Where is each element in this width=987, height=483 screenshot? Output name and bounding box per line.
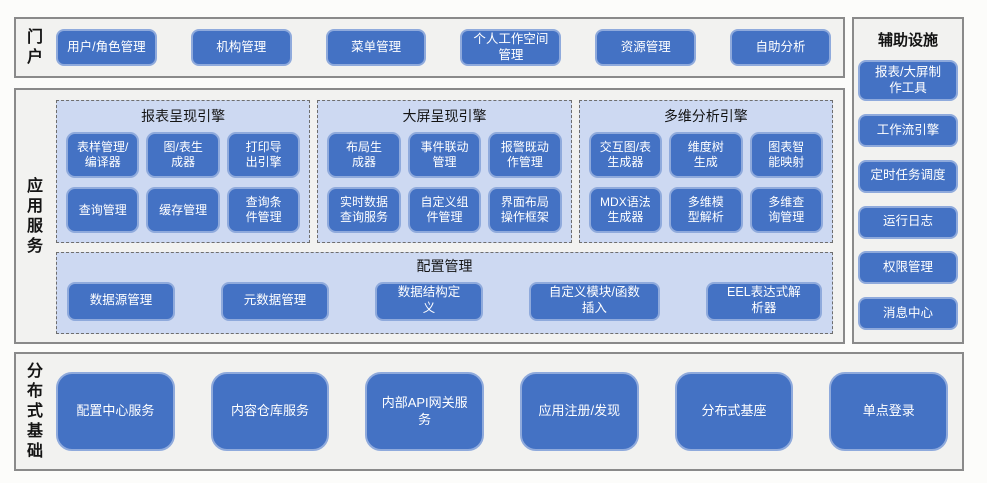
engine-block: 布局生 成器	[327, 132, 401, 178]
engine-block: 界面布局 操作框架	[488, 187, 562, 233]
engine-block: 交互图/表 生成器	[588, 132, 663, 178]
engine-block: 实时数据 查询服务	[327, 187, 401, 233]
engine-report-presentation: 报表呈现引擎 表样管理/ 编译器图/表生 成器打印导 出引擎查询管理缓存管理查询…	[56, 100, 311, 243]
distributed-foundation-label: 分布式基础	[26, 362, 43, 460]
portal-label: 门户	[26, 28, 43, 66]
portal-block: 用户/角色管理	[56, 29, 157, 66]
foundation-block: 内部API网关服务	[365, 372, 485, 451]
auxiliary-block: 定时任务调度	[858, 159, 958, 193]
portal-blocks: 用户/角色管理机构管理菜单管理个人工作空间管理资源管理自助分析	[56, 29, 831, 66]
auxiliary-facilities-label: 辅助设施	[877, 32, 938, 49]
engine-block: 多维查 询管理	[749, 187, 823, 233]
distributed-foundation-section: 分布式基础 配置中心服务内容仓库服务内部API网关服务应用注册/发现分布式基座单…	[14, 352, 964, 471]
auxiliary-block: 权限管理	[858, 251, 958, 285]
engine-block: 报警既动 作管理	[488, 132, 562, 178]
auxiliary-block: 工作流引擎	[858, 114, 958, 147]
engine-bigscreen-presentation: 大屏呈现引擎 布局生 成器事件联动 管理报警既动 作管理实时数据 查询服务自定义…	[317, 100, 572, 243]
config-block: 元数据管理	[221, 281, 329, 321]
engine-bigscreen-blocks: 布局生 成器事件联动 管理报警既动 作管理实时数据 查询服务自定义组 件管理界面…	[327, 132, 562, 233]
engine-block: 查询条 件管理	[226, 187, 301, 233]
config-title: 配置管理	[416, 258, 473, 274]
engine-block: 图/表生 成器	[146, 132, 220, 178]
engine-title: 报表呈现引擎	[141, 108, 226, 124]
config-management-group: 配置管理 数据源管理 元数据管理 数据结构定义 自定义模块/函数插入 EEL表达式解析器	[56, 252, 833, 334]
auxiliary-block: 报表/大屏制 作工具	[858, 60, 958, 102]
config-blocks: 数据源管理 元数据管理 数据结构定义 自定义模块/函数插入 EEL表达式解析器	[67, 280, 822, 322]
portal-block: 机构管理	[190, 29, 292, 66]
engine-block: 多维模 型解析	[669, 187, 743, 233]
foundation-block: 单点登录	[829, 372, 949, 451]
engine-block: 缓存管理	[146, 187, 220, 233]
portal-section: 门户 用户/角色管理机构管理菜单管理个人工作空间管理资源管理自助分析	[14, 17, 845, 78]
engine-block: 查询管理	[66, 187, 140, 233]
engine-block: 自定义组 件管理	[407, 187, 482, 233]
config-block: 数据源管理	[67, 281, 175, 321]
app-services-body: 报表呈现引擎 表样管理/ 编译器图/表生 成器打印导 出引擎查询管理缓存管理查询…	[56, 100, 833, 334]
app-services-label: 应用服务	[26, 178, 43, 255]
engines-row: 报表呈现引擎 表样管理/ 编译器图/表生 成器打印导 出引擎查询管理缓存管理查询…	[56, 100, 833, 243]
config-block: EEL表达式解析器	[705, 281, 822, 321]
foundation-block: 内容仓库服务	[210, 372, 330, 451]
foundation-block: 分布式基座	[674, 372, 794, 451]
engine-block: 打印导 出引擎	[226, 132, 301, 178]
engine-title: 多维分析引擎	[663, 108, 748, 124]
engine-olap-blocks: 交互图/表 生成器维度树 生成图表智 能映射 MDX语法 生成器多维模 型解析多维…	[588, 132, 823, 233]
engine-block: MDX语法 生成器	[588, 187, 663, 233]
portal-block: 自助分析	[730, 29, 831, 66]
foundation-block: 配置中心服务	[56, 372, 175, 451]
engine-block: 事件联动 管理	[407, 132, 482, 178]
engine-block: 表样管理/ 编译器	[66, 132, 140, 178]
foundation-blocks: 配置中心服务内容仓库服务内部API网关服务应用注册/发现分布式基座单点登录	[56, 372, 949, 451]
config-block: 数据结构定义	[375, 281, 483, 321]
engine-block: 图表智 能映射	[749, 132, 823, 178]
foundation-block: 应用注册/发现	[520, 372, 639, 451]
engine-report-blocks: 表样管理/ 编译器图/表生 成器打印导 出引擎查询管理缓存管理查询条 件管理	[66, 132, 301, 233]
auxiliary-facilities-section: 辅助设施 报表/大屏制 作工具工作流引擎定时任务调度运行日志权限管理消息中心	[852, 17, 964, 344]
portal-block: 菜单管理	[325, 29, 427, 66]
app-services-section: 应用服务 报表呈现引擎 表样管理/ 编译器图/表生 成器打印导 出引擎查询管理缓…	[14, 88, 845, 344]
engine-title: 大屏呈现引擎	[402, 108, 487, 124]
auxiliary-blocks: 报表/大屏制 作工具工作流引擎定时任务调度运行日志权限管理消息中心	[858, 58, 958, 330]
auxiliary-block: 运行日志	[858, 205, 958, 239]
config-block: 自定义模块/函数插入	[529, 281, 660, 321]
engine-block: 维度树 生成	[669, 132, 743, 178]
portal-block: 资源管理	[595, 29, 697, 66]
auxiliary-block: 消息中心	[858, 297, 958, 330]
portal-block: 个人工作空间管理	[460, 29, 562, 66]
